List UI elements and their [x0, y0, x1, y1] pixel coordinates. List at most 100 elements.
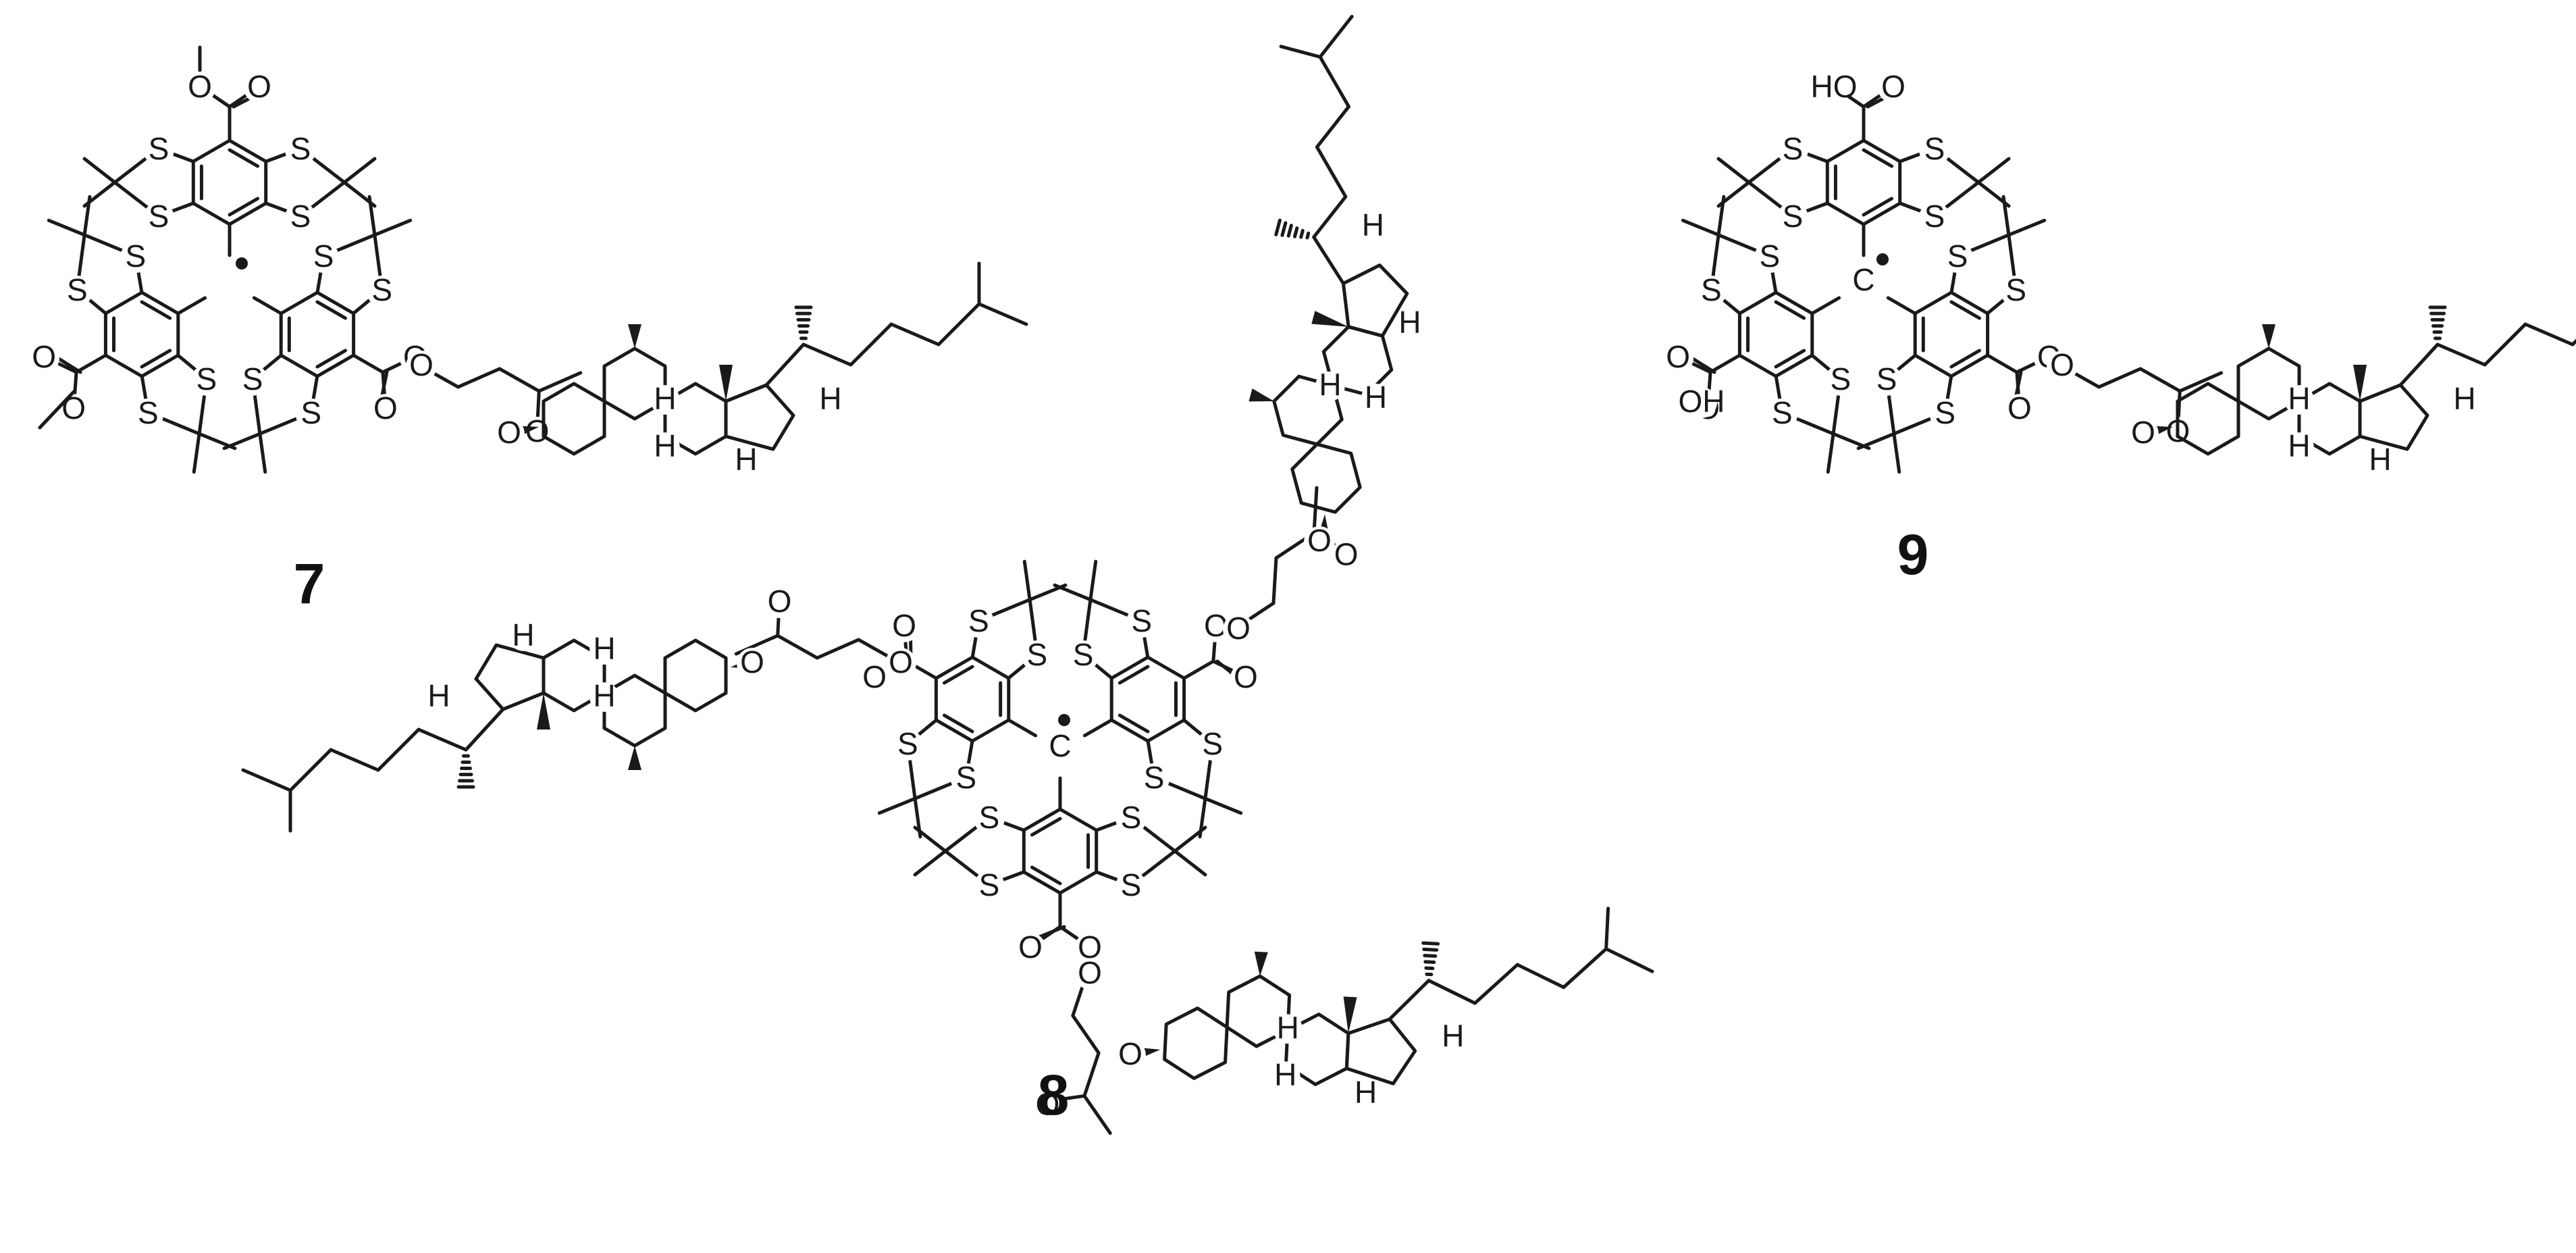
oxygen-atom: O	[1666, 339, 1690, 374]
atom-mask	[1818, 72, 1849, 103]
hash-stripe	[1422, 947, 1439, 952]
side-chain-bond	[417, 727, 468, 752]
side-chain-bond	[1515, 963, 1566, 990]
hydrogen-atom: H	[1398, 305, 1421, 340]
sulfur-atom: S	[1121, 800, 1142, 835]
sulfur-atom: S	[196, 361, 217, 397]
radical-dot	[236, 257, 248, 270]
hydrogen-atom: H	[2288, 381, 2310, 416]
oxygen-atom: O	[2007, 390, 2032, 426]
atom-mask	[1919, 202, 1950, 233]
side-chain-bond	[1312, 195, 1348, 239]
atom-mask	[1766, 399, 1798, 430]
oxygen-atom: O	[740, 644, 764, 680]
hydrogen-atom: H	[654, 381, 676, 416]
sulfur-atom: S	[67, 272, 88, 307]
atom-mask	[2365, 446, 2395, 476]
methyl-bond	[373, 218, 413, 237]
oxygen-atom: O	[2050, 347, 2074, 382]
side-chain-bond	[2483, 322, 2527, 367]
sulfur-atom: S	[1144, 760, 1165, 795]
steroid-ring-B	[1272, 374, 1344, 446]
carbonyl-bond	[352, 353, 385, 374]
methyl-bond	[913, 825, 947, 853]
hydrogen-atom: H	[1365, 380, 1387, 415]
oxygen-atom: O	[247, 69, 271, 104]
oxygen-atom: O	[61, 390, 86, 426]
oxygen-atom: O	[409, 347, 433, 382]
atom-mask	[191, 365, 222, 396]
oxygen-atom: O	[32, 339, 56, 374]
atom-mask	[1015, 933, 1046, 964]
side-chain-bond	[241, 768, 292, 792]
sulfur-atom: S	[2005, 272, 2026, 307]
hydrogen-atom: H	[1277, 1010, 1299, 1045]
oxygen-atom: O	[1881, 69, 1905, 104]
atom-mask	[494, 418, 525, 449]
atom-mask	[1115, 1040, 1146, 1071]
hydroxyl-group: HO	[1811, 69, 1858, 104]
steroid-ring-B	[2236, 347, 2301, 421]
aromatic-bond	[943, 665, 974, 685]
side-chain-bond	[1318, 55, 1350, 109]
methyl-bond	[1716, 195, 1726, 237]
atom-mask	[1115, 803, 1147, 834]
glycolate-linker: OO	[406, 347, 583, 449]
aromatic-bond	[315, 300, 347, 320]
aromatic-bond	[1862, 197, 1894, 217]
atom-mask	[184, 72, 215, 103]
hydrogen-atom: H	[2369, 442, 2391, 477]
steroid-ring-D	[474, 643, 546, 711]
hydrogen-atom: H	[2288, 428, 2310, 463]
hash-stripe	[1280, 221, 1288, 237]
glycolate-linker-left: OO	[734, 584, 916, 680]
oxygen-atom: O	[889, 644, 913, 680]
carbonyl-bond	[1986, 353, 2019, 374]
atom-mask	[132, 399, 164, 430]
methyl-bond	[47, 218, 86, 237]
aryl-bond	[1007, 718, 1038, 738]
atom-mask	[2003, 394, 2035, 425]
benzene-ring	[1022, 807, 1099, 895]
aryl-bond	[176, 296, 207, 315]
sulfur-atom: S	[979, 867, 1000, 902]
atom-mask	[1662, 342, 1694, 374]
atom-mask	[1777, 134, 1808, 165]
atom-mask	[589, 682, 619, 712]
angular-methyl	[537, 693, 550, 730]
steroid-ring-A	[663, 638, 728, 713]
atom-mask	[764, 587, 795, 618]
angular-methyl	[2262, 324, 2276, 349]
atom-mask	[1068, 640, 1099, 671]
sulfur-atom: S	[1935, 395, 1955, 430]
atom-mask	[285, 202, 316, 233]
steroid-ring-D	[1341, 263, 1409, 338]
methyl-bond	[913, 849, 947, 877]
hydrogen-atom: H	[1319, 367, 1341, 403]
atom-mask	[120, 242, 151, 273]
side-chain-bond	[1604, 906, 1610, 951]
atom-mask	[2047, 351, 2078, 382]
hydrogen-atom: H	[427, 678, 450, 713]
linker-bond	[2178, 371, 2224, 393]
side-chain-bond	[1312, 235, 1345, 286]
aromatic-bond	[1118, 665, 1150, 685]
sulfur-atom: S	[1027, 637, 1048, 672]
methyl-bond	[367, 195, 377, 237]
linker-bond	[1071, 1014, 1101, 1055]
methyl-bond	[2001, 195, 2011, 237]
side-chain-bond	[2398, 342, 2440, 387]
oxygen-atom: O	[1118, 1036, 1142, 1071]
atom-mask	[1361, 384, 1391, 413]
atom-mask	[285, 134, 316, 165]
compound-label-9: 9	[1897, 523, 1929, 586]
sulfur-atom: S	[1924, 131, 1945, 166]
sulfur-atom: S	[1131, 603, 1152, 638]
atom-mask	[1032, 1090, 1063, 1121]
angular-methyl	[2353, 365, 2367, 401]
atom-mask	[1686, 387, 1717, 418]
sulfur-atom: S	[138, 395, 159, 430]
linker-bond	[1082, 1051, 1101, 1098]
